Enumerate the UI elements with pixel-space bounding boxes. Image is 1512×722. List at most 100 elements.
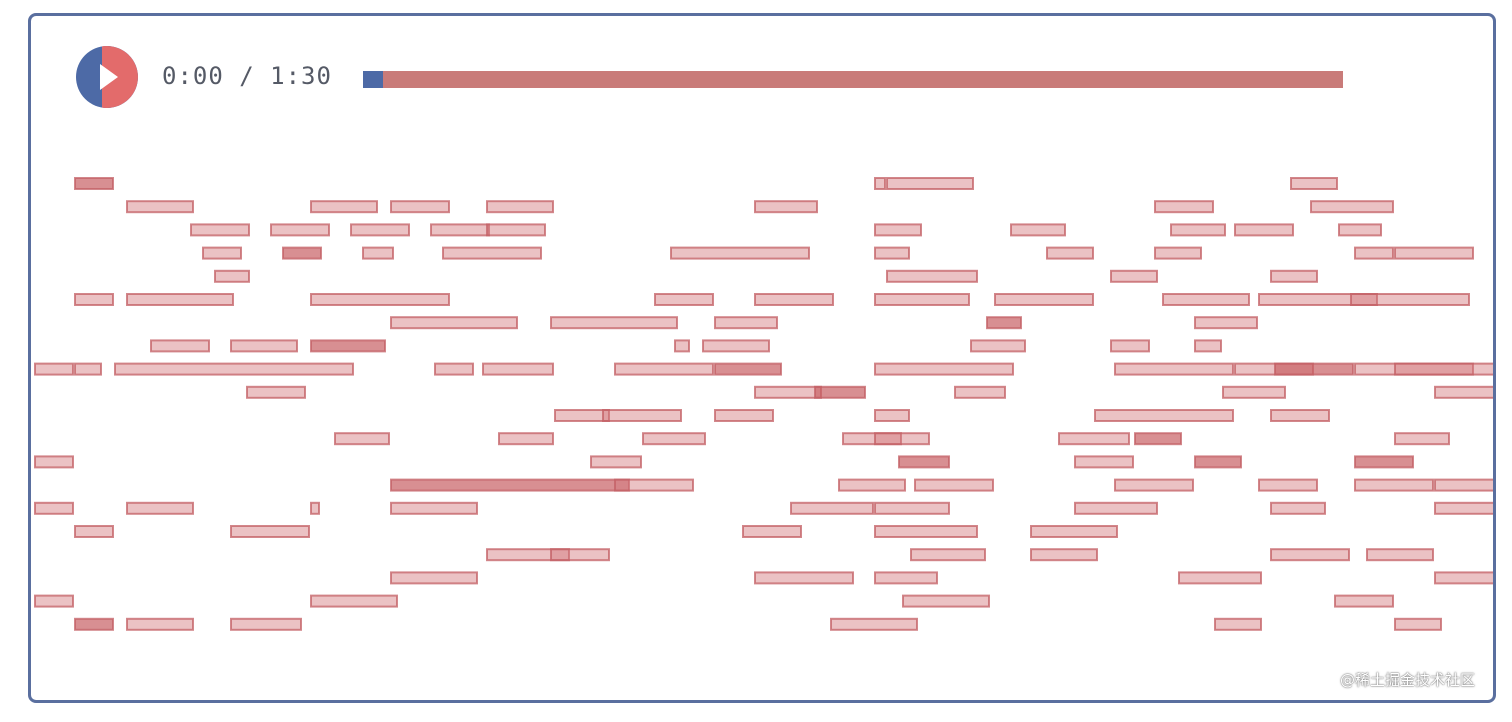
note-block	[390, 478, 630, 492]
note-block	[230, 525, 310, 538]
note-block	[1434, 501, 1493, 515]
note-block	[390, 571, 478, 585]
note-block	[114, 362, 354, 376]
note-block	[1354, 246, 1394, 260]
note-block	[1290, 177, 1338, 190]
note-block	[874, 293, 970, 306]
note-block	[654, 293, 714, 306]
note-block	[74, 617, 114, 631]
note-block	[614, 478, 694, 492]
note-block	[34, 455, 74, 469]
note-block	[34, 594, 74, 608]
note-block	[1074, 455, 1134, 469]
note-block	[670, 246, 810, 260]
note-block	[898, 455, 950, 469]
note-block	[1270, 269, 1318, 283]
note-block	[310, 501, 320, 515]
note-block	[34, 362, 74, 376]
progress-fill	[363, 71, 383, 88]
note-block	[1394, 432, 1450, 446]
note-block	[874, 525, 978, 538]
note-block	[754, 200, 818, 214]
note-block	[1334, 594, 1394, 608]
note-block	[790, 501, 874, 515]
note-block	[310, 339, 386, 353]
note-block	[150, 339, 210, 353]
note-block	[1434, 478, 1493, 492]
note-block	[842, 432, 902, 446]
note-block	[350, 223, 410, 237]
note-block	[1194, 339, 1222, 353]
note-block	[126, 293, 234, 306]
note-block	[714, 316, 778, 330]
note-block	[1234, 223, 1294, 237]
note-block	[1270, 548, 1350, 562]
note-block	[994, 293, 1094, 306]
note-block	[1354, 478, 1434, 492]
note-block	[390, 501, 478, 515]
watermark: @稀土掘金技术社区	[1339, 671, 1475, 689]
note-block	[1010, 223, 1066, 237]
note-block	[74, 362, 102, 376]
note-block	[642, 432, 706, 446]
note-block	[550, 548, 610, 562]
note-block	[1214, 617, 1262, 631]
note-block	[1394, 246, 1474, 260]
note-block	[614, 362, 714, 376]
note-block	[34, 501, 74, 515]
note-block	[874, 362, 1014, 376]
note-block	[230, 617, 302, 631]
piano-roll	[34, 177, 1493, 631]
note-block	[1258, 293, 1378, 306]
note-block	[1162, 293, 1250, 306]
play-icon	[100, 64, 118, 90]
note-block	[310, 200, 378, 214]
note-block	[126, 617, 194, 631]
note-block	[874, 223, 922, 237]
note-block	[390, 200, 450, 214]
note-block	[1074, 501, 1158, 515]
note-block	[874, 501, 950, 515]
note-block	[486, 223, 546, 237]
note-block	[1154, 246, 1202, 260]
note-block	[202, 246, 242, 260]
note-block	[214, 269, 250, 283]
note-block	[498, 432, 554, 446]
progress-bar[interactable]	[363, 71, 1343, 88]
note-block	[1058, 432, 1130, 446]
note-block	[914, 478, 994, 492]
note-block	[1270, 409, 1330, 422]
note-block	[1194, 316, 1258, 330]
note-block	[1310, 200, 1394, 214]
note-block	[310, 293, 450, 306]
player-frame: 0:00 / 1:30 @稀土掘金技术社区	[28, 13, 1496, 703]
audio-player: 0:00 / 1:30	[76, 46, 1386, 111]
note-block	[74, 293, 114, 306]
note-block	[714, 409, 774, 422]
note-block	[754, 293, 834, 306]
play-button[interactable]	[76, 46, 138, 108]
note-block	[590, 455, 642, 469]
note-block	[1030, 548, 1098, 562]
note-block	[442, 246, 542, 260]
note-block	[434, 362, 474, 376]
note-block	[486, 200, 554, 214]
note-block	[1354, 455, 1414, 469]
note-block	[390, 316, 518, 330]
note-block	[430, 223, 490, 237]
note-block	[1270, 501, 1326, 515]
note-block	[1222, 385, 1286, 399]
note-block	[910, 548, 986, 562]
note-block	[714, 362, 782, 376]
note-block	[1394, 617, 1442, 631]
note-block	[74, 525, 114, 538]
note-block	[742, 525, 802, 538]
note-block	[1394, 362, 1493, 376]
note-block	[1110, 269, 1158, 283]
note-block	[1194, 455, 1242, 469]
note-block	[1170, 223, 1226, 237]
note-block	[1178, 571, 1262, 585]
note-block	[674, 339, 690, 353]
note-block	[1114, 478, 1194, 492]
note-block	[886, 177, 974, 190]
